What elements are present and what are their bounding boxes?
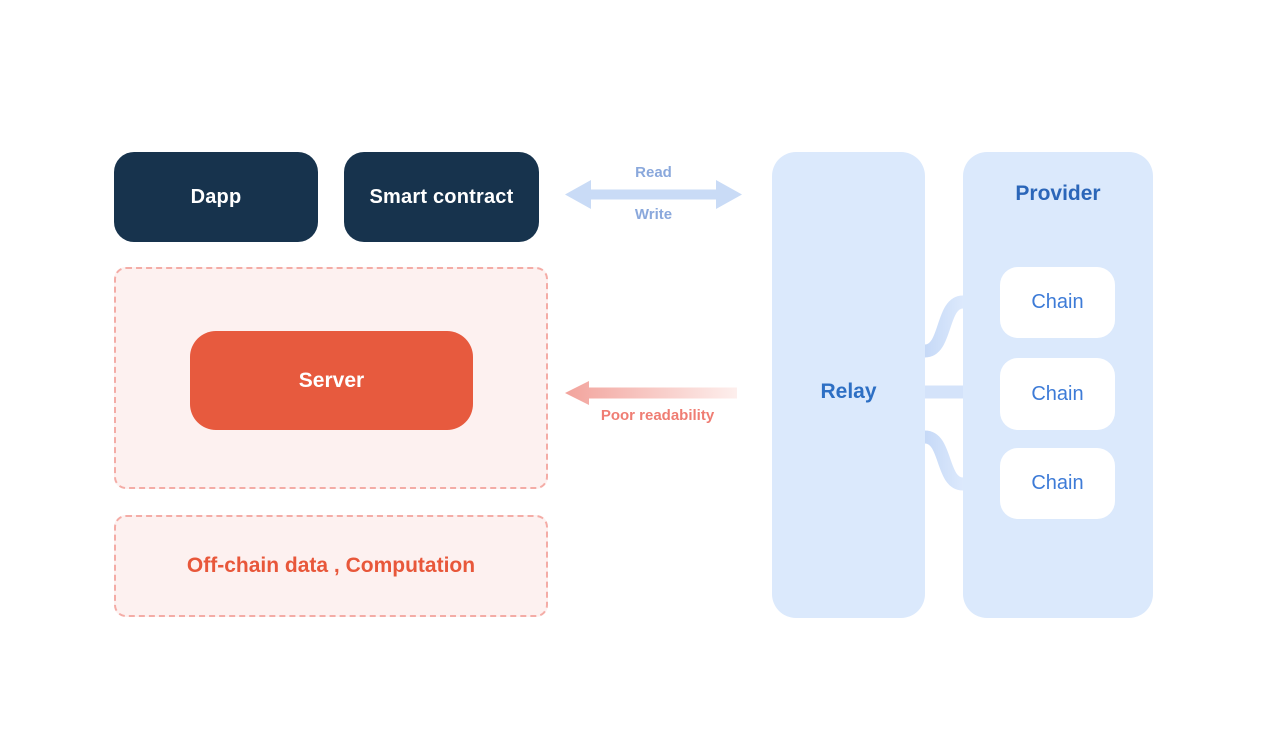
smart-contract-node: Smart contract [344,152,539,242]
dapp-node: Dapp [114,152,318,242]
off-chain-dashed-zone: Off-chain data , Computation [114,515,548,617]
chain-label-3: Chain [1031,472,1084,494]
chain-node-3: Chain [1000,448,1115,519]
dapp-label: Dapp [190,185,242,208]
relay-chain-connector-pipes-icon [923,295,965,491]
off-chain-label: Off-chain data , Computation [186,554,476,577]
smart-contract-label: Smart contract [369,185,514,208]
relay-column: Relay [772,152,925,618]
read-write-arrow-icon [565,180,742,209]
poor-readability-arrow-icon [565,381,737,405]
server-label: Server [298,368,365,392]
read-label: Read [635,164,672,181]
poor-readability-label: Poor readability [600,407,715,424]
relay-label: Relay [820,380,877,403]
write-label: Write [634,206,673,223]
chain-label-1: Chain [1031,291,1084,313]
chain-node-2: Chain [1000,358,1115,430]
chain-label-2: Chain [1031,382,1084,405]
chain-node-1: Chain [1000,267,1115,338]
server-node: Server [190,331,473,430]
provider-column: Provider Chain Chain Chain [963,152,1153,618]
provider-label: Provider [1015,182,1101,205]
